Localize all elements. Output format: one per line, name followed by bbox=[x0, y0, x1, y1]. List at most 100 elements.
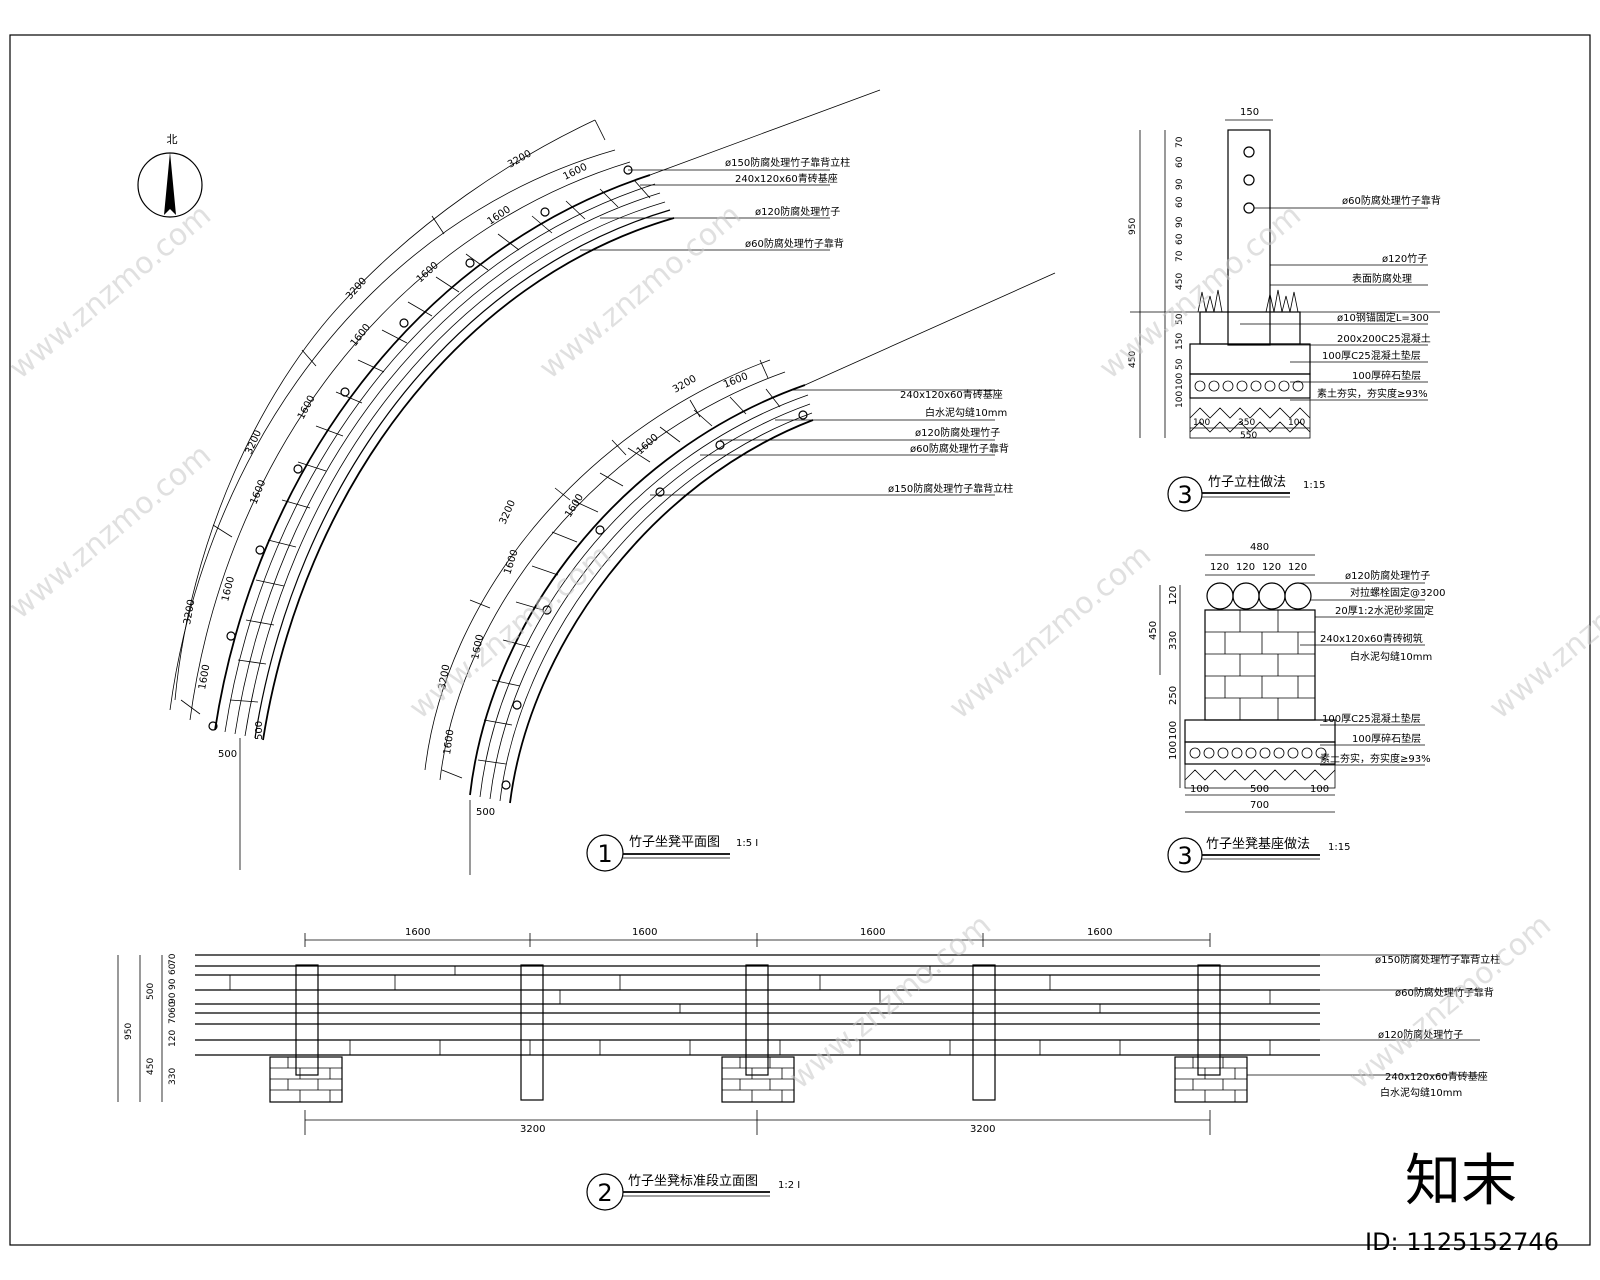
svg-text:950: 950 bbox=[124, 1023, 134, 1040]
elevation-scale: 1:2 I bbox=[778, 1180, 800, 1191]
svg-text:1600: 1600 bbox=[563, 492, 586, 519]
svg-text:250: 250 bbox=[1168, 686, 1179, 705]
svg-text:1600: 1600 bbox=[405, 927, 430, 938]
plan-title: 竹子坐凳平面图 bbox=[629, 834, 720, 850]
svg-text:1600: 1600 bbox=[349, 322, 373, 349]
elevation-top-dims: 1600 1600 1600 1600 bbox=[405, 927, 1112, 938]
plan-arc-large-posts bbox=[208, 165, 633, 731]
svg-text:500: 500 bbox=[218, 749, 237, 760]
svg-text:70: 70 bbox=[1175, 250, 1185, 262]
svg-text:450: 450 bbox=[1128, 351, 1138, 368]
svg-text:500: 500 bbox=[254, 721, 265, 740]
svg-text:3200: 3200 bbox=[182, 599, 197, 626]
svg-text:ø120防腐处理竹子: ø120防腐处理竹子 bbox=[1378, 1028, 1463, 1041]
svg-text:100厚C25混凝土垫层: 100厚C25混凝土垫层 bbox=[1322, 712, 1421, 725]
svg-text:ø120防腐处理竹子: ø120防腐处理竹子 bbox=[915, 426, 1000, 439]
svg-text:ø120防腐处理竹子: ø120防腐处理竹子 bbox=[755, 205, 840, 218]
svg-text:3200: 3200 bbox=[437, 664, 452, 691]
svg-text:ø60防腐处理竹子靠背: ø60防腐处理竹子靠背 bbox=[745, 237, 844, 250]
column-number: 3 bbox=[1177, 481, 1192, 509]
base-top-dims: 120 120 120 120 bbox=[1210, 562, 1307, 573]
base-left-dims: 120 330 250 100 100 450 bbox=[1148, 586, 1179, 760]
svg-text:100: 100 bbox=[1310, 784, 1329, 795]
svg-text:ø60防腐处理竹子靠背: ø60防腐处理竹子靠背 bbox=[1395, 986, 1494, 999]
svg-text:60: 60 bbox=[168, 963, 178, 975]
svg-text:1600: 1600 bbox=[197, 664, 212, 691]
svg-text:ø60防腐处理竹子靠背: ø60防腐处理竹子靠背 bbox=[910, 442, 1009, 455]
svg-text:700: 700 bbox=[1250, 800, 1269, 811]
svg-text:3200: 3200 bbox=[244, 428, 264, 456]
watermark-logo: 知末 bbox=[1405, 1149, 1517, 1214]
elevation-labels: ø150防腐处理竹子靠背立柱 ø60防腐处理竹子靠背 ø120防腐处理竹子 24… bbox=[1375, 953, 1500, 1099]
svg-text:240x120x60青砖砌筑: 240x120x60青砖砌筑 bbox=[1320, 632, 1423, 645]
svg-text:www.znzmo.com: www.znzmo.com bbox=[3, 438, 218, 627]
svg-text:90: 90 bbox=[168, 992, 178, 1004]
svg-text:60: 60 bbox=[168, 1001, 178, 1013]
sheet-border bbox=[9, 34, 1591, 1246]
svg-text:90: 90 bbox=[1175, 178, 1185, 190]
svg-text:120: 120 bbox=[1236, 562, 1255, 573]
svg-text:对拉螺栓固定@3200: 对拉螺栓固定@3200 bbox=[1350, 586, 1445, 599]
plan-arc-small-labels: 240x120x60青砖基座 白水泥勾缝10mm ø120防腐处理竹子 ø60防… bbox=[888, 388, 1013, 495]
column-left-dims: 70 60 90 60 90 60 70 450 50 150 50 100 1… bbox=[1128, 136, 1185, 408]
svg-text:100厚碎石垫层: 100厚碎石垫层 bbox=[1352, 732, 1421, 745]
concrete-block bbox=[1199, 311, 1301, 345]
svg-text:100: 100 bbox=[1175, 373, 1185, 390]
svg-text:550: 550 bbox=[1240, 431, 1257, 441]
column-title: 竹子立柱做法 bbox=[1208, 475, 1286, 490]
watermark-layer: www.znzmo.com www.znzmo.com www.znzmo.co… bbox=[3, 198, 1600, 1097]
north-arrow: 北 bbox=[137, 133, 203, 218]
plan-arc-large-outer bbox=[214, 174, 651, 731]
svg-text:www.znzmo.com: www.znzmo.com bbox=[1343, 908, 1558, 1097]
svg-text:240x120x60青砖基座: 240x120x60青砖基座 bbox=[735, 172, 838, 185]
svg-text:100厚C25混凝土垫层: 100厚C25混凝土垫层 bbox=[1322, 349, 1421, 362]
column-bottom-dims: 100 350 100 550 bbox=[1193, 418, 1305, 441]
svg-text:500: 500 bbox=[476, 807, 495, 818]
svg-text:50: 50 bbox=[1175, 313, 1185, 325]
svg-text:100: 100 bbox=[1168, 741, 1179, 760]
svg-text:330: 330 bbox=[168, 1068, 178, 1085]
svg-text:50: 50 bbox=[1175, 358, 1185, 370]
svg-text:www.znzmo.com: www.znzmo.com bbox=[783, 908, 998, 1097]
svg-text:120: 120 bbox=[1168, 586, 1179, 605]
dim-arc-outer bbox=[174, 119, 596, 701]
base-c25-layer bbox=[1184, 719, 1336, 743]
svg-text:100: 100 bbox=[1175, 391, 1185, 408]
svg-text:1600: 1600 bbox=[632, 927, 657, 938]
svg-text:60: 60 bbox=[1175, 233, 1185, 245]
svg-text:3200: 3200 bbox=[506, 148, 534, 170]
base-soil-layer bbox=[1184, 763, 1336, 789]
base-detail: 480 120 120 120 120 120 330 250 100 100 … bbox=[1148, 542, 1445, 873]
svg-text:240x120x60青砖基座: 240x120x60青砖基座 bbox=[900, 388, 1003, 401]
svg-text:3200: 3200 bbox=[498, 498, 518, 526]
elevation: 1600 1600 1600 1600 3200 3200 70 60 90 9… bbox=[117, 927, 1500, 1211]
svg-text:白水泥勾缝10mm: 白水泥勾缝10mm bbox=[925, 406, 1007, 419]
svg-text:20厚1:2水泥砂浆固定: 20厚1:2水泥砂浆固定 bbox=[1335, 604, 1434, 617]
plan-arc-small: 1600 3200 1600 1600 3200 1600 1600 3200 … bbox=[424, 272, 1056, 875]
elevation-number: 2 bbox=[597, 1179, 612, 1207]
svg-text:450: 450 bbox=[1175, 273, 1185, 290]
svg-text:90: 90 bbox=[168, 978, 178, 990]
svg-text:3200: 3200 bbox=[970, 1124, 995, 1135]
brick-pedestal bbox=[1204, 609, 1316, 721]
elevation-bottom-dims: 3200 3200 bbox=[520, 1124, 995, 1135]
base-top-total: 480 bbox=[1250, 542, 1269, 553]
elevation-title: 竹子坐凳标准段立面图 bbox=[628, 1173, 758, 1189]
svg-text:www.znzmo.com: www.znzmo.com bbox=[3, 198, 218, 387]
svg-text:70: 70 bbox=[168, 953, 178, 965]
svg-text:1600: 1600 bbox=[296, 394, 318, 422]
svg-text:100: 100 bbox=[1168, 721, 1179, 740]
svg-text:素土夯实，夯实度≥93%: 素土夯实，夯实度≥93% bbox=[1320, 752, 1431, 765]
elevation-bands bbox=[195, 954, 1320, 1056]
svg-text:350: 350 bbox=[1238, 418, 1255, 428]
plan-number: 1 bbox=[597, 840, 612, 868]
svg-text:ø150防腐处理竹子靠背立柱: ø150防腐处理竹子靠背立柱 bbox=[888, 482, 1013, 495]
plan-arc-large-bricks bbox=[229, 179, 651, 703]
svg-text:ø150防腐处理竹子靠背立柱: ø150防腐处理竹子靠背立柱 bbox=[725, 156, 850, 169]
svg-text:1600: 1600 bbox=[470, 633, 486, 660]
svg-text:70: 70 bbox=[1175, 136, 1185, 148]
svg-text:www.znzmo.com: www.znzmo.com bbox=[1483, 538, 1600, 727]
svg-text:1600: 1600 bbox=[502, 548, 520, 576]
elevation-brick-bases bbox=[269, 1056, 1248, 1103]
